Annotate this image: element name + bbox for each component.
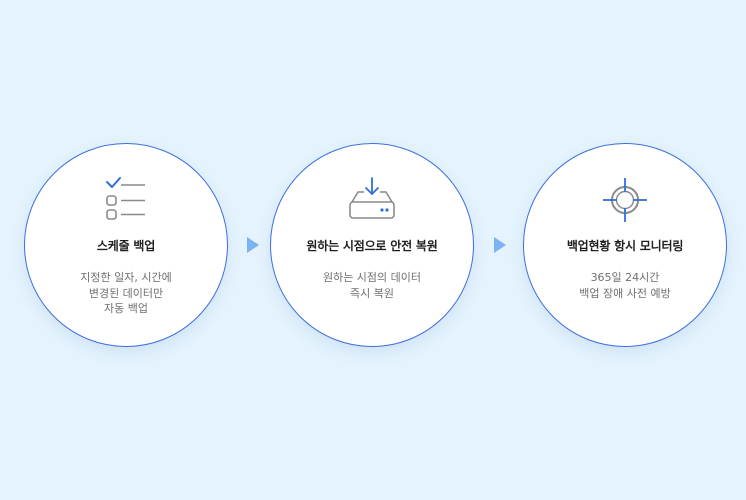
step-description: 원하는 시점의 데이터 즉시 복원: [271, 270, 473, 301]
description-line: 즉시 복원: [350, 286, 394, 300]
step-2-circle: 원하는 시점으로 안전 복원 원하는 시점의 데이터 즉시 복원: [270, 143, 474, 347]
arrow-right-icon: [494, 237, 506, 253]
arrow-right-icon: [247, 237, 259, 253]
crosshair-target-icon: [603, 178, 647, 222]
description-line: 365일 24시간: [590, 271, 660, 284]
drive-restore-icon: [349, 177, 395, 219]
description-line: 백업 장애 사전 예방: [579, 286, 671, 300]
step-title: 원하는 시점으로 안전 복원: [306, 239, 438, 253]
step-3-circle: 백업현황 항시 모니터링 365일 24시간 백업 장애 사전 예방: [523, 143, 727, 347]
description-line: 원하는 시점의 데이터: [322, 271, 422, 284]
description-line: 변경된 데이터만: [88, 286, 164, 300]
checklist-icon: [106, 177, 145, 220]
description-line: 자동 백업: [104, 302, 148, 315]
description-line: 지정한 일자, 시간에: [80, 271, 172, 284]
step-description: 365일 24시간 백업 장애 사전 예방: [524, 270, 726, 301]
step-description: 지정한 일자, 시간에 변경된 데이터만 자동 백업: [25, 270, 227, 317]
step-title: 스케줄 백업: [96, 239, 156, 253]
step-title: 백업현황 항시 모니터링: [566, 239, 684, 253]
step-1-circle: 스케줄 백업 지정한 일자, 시간에 변경된 데이터만 자동 백업: [24, 143, 228, 347]
